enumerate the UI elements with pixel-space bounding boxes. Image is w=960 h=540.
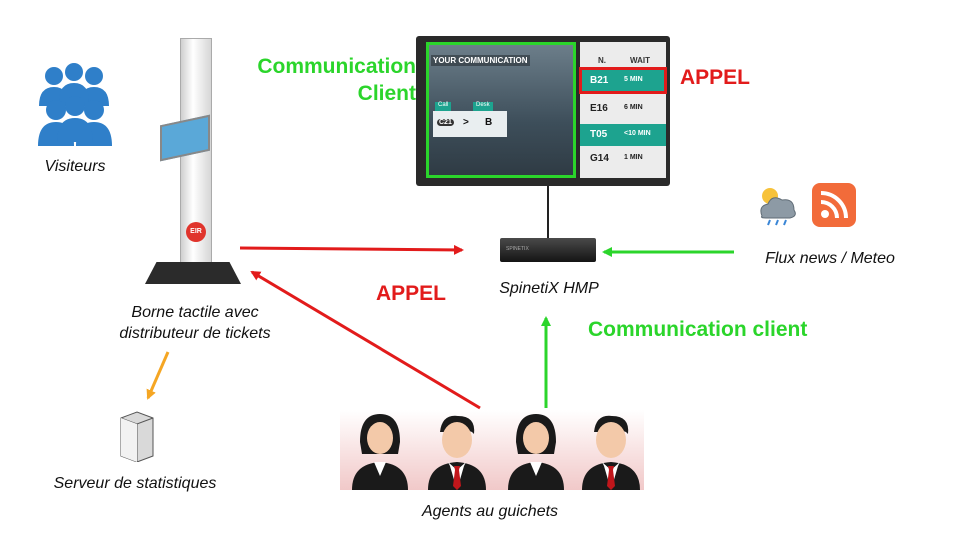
- rss-glyph-icon: [820, 191, 848, 219]
- queue-row-wait: 6 MIN: [624, 104, 643, 111]
- queue-row-wait: <10 MIN: [624, 130, 651, 137]
- desk-value: B: [485, 117, 493, 128]
- agents-label: Agents au guichets: [421, 503, 559, 520]
- call-value: C21: [437, 119, 454, 126]
- queue-row: G14 1 MIN: [580, 148, 666, 170]
- borne-label-line1: Borne tactile avec: [131, 304, 259, 321]
- queue-col-n: N.: [598, 56, 606, 65]
- hmp-device-icon: SPINETIX: [500, 238, 596, 262]
- queue-row-number: E16: [590, 103, 608, 114]
- queue-row-number: T05: [590, 129, 608, 140]
- call-arrow: >: [463, 117, 469, 128]
- comm-client-label-right: Communication client: [588, 318, 808, 341]
- agent-woman-icon: [508, 414, 564, 490]
- appel-label-top: APPEL: [680, 66, 751, 89]
- arrow-kiosk-to-hmp: [239, 244, 464, 255]
- kiosk-logo: EIR: [186, 222, 206, 242]
- queue-row-number: B21: [590, 75, 609, 86]
- agent-woman-icon: [352, 414, 408, 490]
- queue-row: B21 5 MIN: [580, 70, 666, 92]
- arrow-agents-to-kiosk: [250, 270, 481, 410]
- agents-group-icon: [352, 414, 640, 490]
- comm-client-label-line2: Client: [357, 82, 416, 105]
- queue-row-wait: 5 MIN: [624, 76, 643, 83]
- queue-col-wait: WAIT: [630, 56, 650, 65]
- server-icon: [120, 411, 154, 462]
- queue-row: E16 6 MIN: [580, 98, 666, 120]
- kiosk-base: [145, 262, 241, 284]
- queue-row: T05 <10 MIN: [580, 124, 666, 146]
- borne-label-line2: distributeur de tickets: [119, 325, 271, 342]
- queue-row-wait: 1 MIN: [624, 154, 643, 161]
- screen-main-title: YOUR COMMUNICATION: [431, 55, 530, 66]
- hmp-label: SpinetiX HMP: [499, 280, 599, 297]
- queue-table: N. WAIT B21 5 MIN E16 6 MIN T05 <10 MIN …: [580, 42, 666, 178]
- queue-row-number: G14: [590, 153, 609, 164]
- screen-call-bar: Call Desk C21 > B: [433, 102, 507, 137]
- agent-man-icon: [428, 415, 486, 490]
- screen-communication-area: YOUR COMMUNICATION Call Desk C21 > B: [426, 42, 576, 178]
- people-group-icon: [38, 63, 112, 146]
- appel-label-mid: APPEL: [376, 282, 447, 305]
- agent-man-icon: [582, 415, 640, 490]
- rss-icon: [812, 183, 856, 227]
- serveur-label: Serveur de statistiques: [53, 475, 217, 492]
- call-tag: Call: [435, 102, 452, 111]
- desk-tag: Desk: [473, 102, 493, 111]
- arrow-kiosk-to-server: [146, 351, 170, 400]
- visiteurs-label: Visiteurs: [44, 158, 106, 175]
- comm-client-label-line1: Communication: [257, 55, 416, 78]
- weather-icon: [760, 188, 796, 226]
- flux-label: Flux news / Meteo: [765, 250, 895, 267]
- appel-highlight-box: [579, 67, 667, 94]
- hmp-brand-text: SPINETIX: [506, 246, 529, 252]
